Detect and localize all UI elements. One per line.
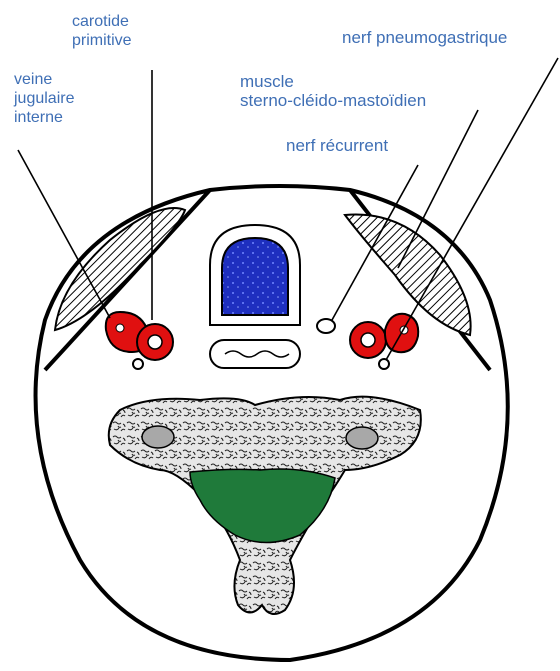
right-transverse-foramen <box>346 427 378 449</box>
label-vagus-nerve: nerf pneumogastrique <box>342 28 507 47</box>
trachea-lumen <box>222 238 288 315</box>
left-vagus-nerve <box>133 359 143 369</box>
label-jugular-vein: veine jugulaire interne <box>14 70 74 127</box>
right-vagus-nerve <box>379 359 389 369</box>
recurrent-nerve <box>317 319 335 333</box>
left-transverse-foramen <box>142 426 174 448</box>
label-recurrent-nerve: nerf récurrent <box>286 136 388 155</box>
label-sternocleidomastoid: muscle sterno-cléido-mastoïdien <box>240 72 426 110</box>
label-carotid: carotide primitive <box>72 12 132 50</box>
esophagus <box>210 340 300 368</box>
